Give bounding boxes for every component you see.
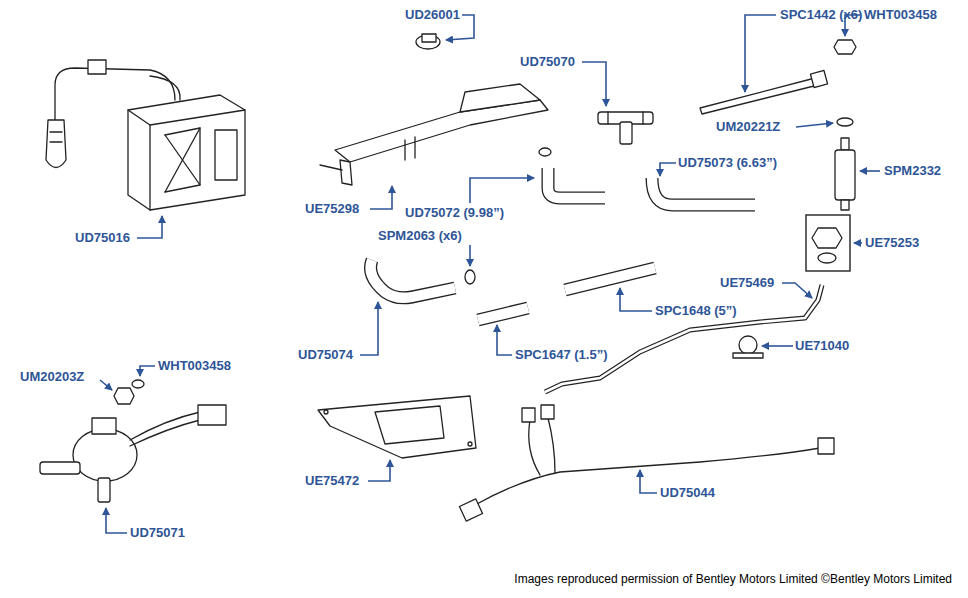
part-number: UE75298 [305,201,359,217]
part-number: UD75044 [660,485,715,501]
part-number: SPM2332 [884,163,941,179]
stud-parts [834,40,856,210]
t-piece [598,112,653,144]
part-number: UM20203Z [20,369,84,385]
nut-box [806,215,850,271]
part-number: SPC1647 (1.5”) [515,347,608,363]
solenoid-valve [40,380,226,502]
part-number: UD26001 [405,7,460,23]
part-number: WHT003458 [158,358,231,374]
part-number: SPC1442 (x6) [780,7,862,23]
copyright-caption: Images reproduced permission of Bentley … [514,572,952,587]
part-number: UD75073 (6.63”) [678,155,777,171]
part-number: SPM2063 (x6) [378,228,462,244]
part-number: UD75070 [520,54,575,70]
part-number: UM20221Z [716,119,780,135]
gasket-plate [318,396,476,458]
leader-lines [100,15,880,533]
part-number: UE75253 [865,235,919,251]
part-number: UD75071 [130,525,185,541]
bracket-assembly [320,34,548,185]
part-number: UE75469 [720,275,774,291]
hoses [371,148,755,320]
part-number: UD75072 (9.98”) [405,205,504,221]
control-module [46,60,245,210]
part-number: UE71040 [795,338,849,354]
tie-strap [700,70,828,114]
part-number: WHT003458 [864,7,937,23]
part-number: SPC1648 (5”) [655,303,737,319]
vacuum-pipe [545,285,822,392]
part-number: UE75472 [305,473,359,489]
part-number: UD75074 [298,347,353,363]
p-clip [733,336,763,358]
part-number: UD75016 [75,230,130,246]
wiring-harness [459,405,834,521]
